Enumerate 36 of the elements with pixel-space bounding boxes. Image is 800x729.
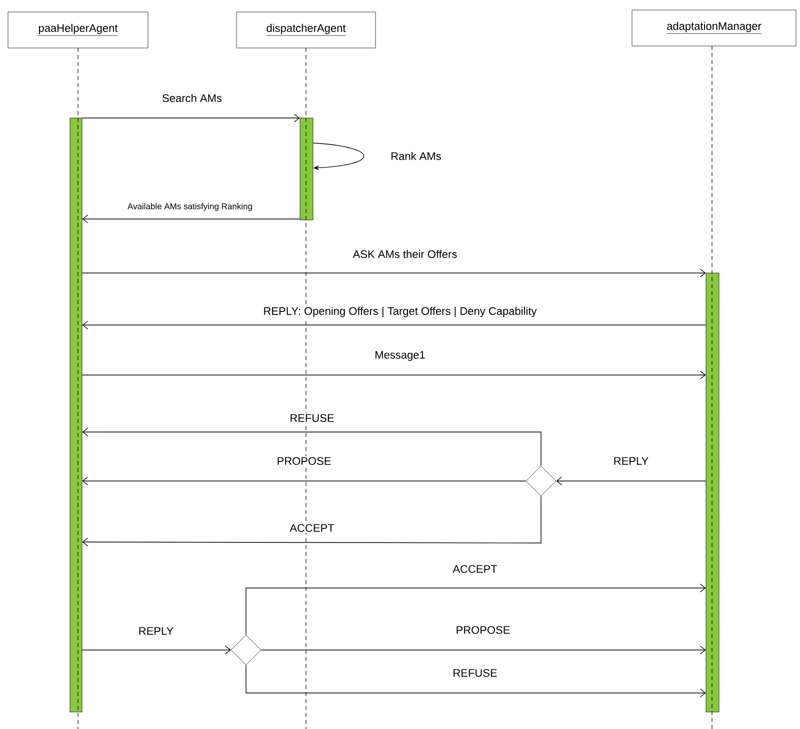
edge-label: REPLY: Opening Offers | Target Offers | Deny Capability [262,306,538,318]
message-arrow [82,370,706,380]
lifeline-head-box: paaHelperAgent [8,12,148,48]
message-arrow [82,476,526,486]
edge-label: ACCEPT [452,564,498,574]
edge-label: Search AMs [161,92,223,104]
edge-label: Message1 [374,350,426,362]
decision-diamond [526,466,556,496]
activation-bar [70,118,82,712]
activation-bar [300,118,314,220]
message-arrow [82,320,706,330]
message-arrow [260,646,706,654]
message-arrow [82,496,542,546]
decision-diamond [230,634,262,666]
edge-label: REFUSE [452,668,498,678]
edge-label: PROPOSE [454,625,512,635]
message-arrow [556,476,706,486]
activation-bar [706,272,720,712]
message-arrow [82,114,300,122]
message-arrow [312,142,364,170]
edge-label: REPLY [137,626,175,636]
edge-label: REFUSE [288,413,336,423]
edge-label: ACCEPT [288,523,336,533]
lifeline-head-box: dispatcherAgent [236,12,376,48]
message-arrow [82,268,706,278]
edge-label: REPLY [612,456,650,466]
message-arrow [82,428,542,466]
lifeline-head-box: adaptationManager [632,10,796,46]
edge-label: Available AMs satisfying Ranking [126,202,254,212]
message-arrow [82,646,231,654]
message-arrow [246,664,706,698]
message-arrow [82,214,300,224]
edge-label: Rank AMs [390,150,442,162]
edge-label: PROPOSE [276,456,332,466]
edge-label: ASK AMs their Offers [352,248,458,260]
message-arrow [246,584,706,636]
